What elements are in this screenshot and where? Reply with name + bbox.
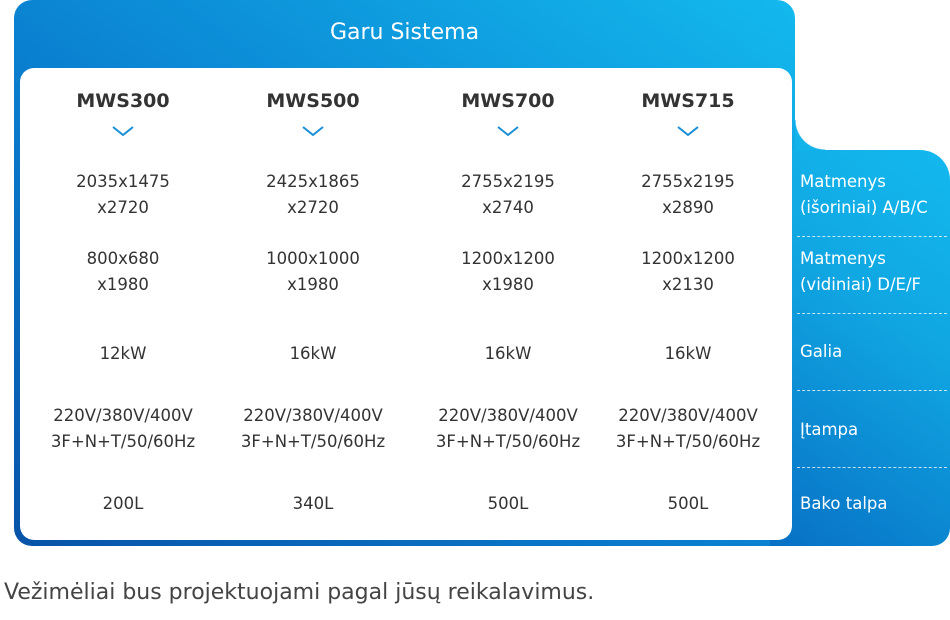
model-header: MWS300: [76, 90, 170, 112]
cell-line: 3F+N+T/50/60Hz: [240, 432, 386, 451]
table-cell: 500L: [413, 491, 603, 517]
corner-decoration: [795, 120, 825, 150]
table-cell: 2035x1475 x2720: [28, 169, 218, 221]
table-cell: 1000x1000 x1980: [218, 246, 408, 298]
cell-line: 12kW: [99, 344, 147, 363]
table-cell: 1200x1200 x1980: [413, 246, 603, 298]
row-divider: [797, 313, 947, 314]
row-divider: [797, 390, 947, 391]
cell-line: x2720: [97, 198, 149, 217]
table-cell: 2755x2195 x2890: [593, 169, 783, 221]
row-label-line: Galia: [800, 342, 843, 361]
table-cell: 220V/380V/400V 3F+N+T/50/60Hz: [413, 403, 603, 455]
chevron-down-icon[interactable]: [598, 122, 778, 141]
table-cell: 220V/380V/400V 3F+N+T/50/60Hz: [28, 403, 218, 455]
model-header: MWS700: [461, 90, 555, 112]
row-label-line: Įtampa: [800, 420, 859, 439]
row-divider: [797, 467, 947, 468]
cell-line: x1980: [97, 275, 149, 294]
cell-line: x2720: [287, 198, 339, 217]
cell-line: x1980: [482, 275, 534, 294]
cell-line: 16kW: [484, 344, 532, 363]
table-cell: 1200x1200 x2130: [593, 246, 783, 298]
row-label: Įtampa: [800, 417, 858, 443]
row-label-line: Bako talpa: [800, 494, 888, 513]
row-label: Matmenys (vidiniai) D/E/F: [800, 246, 921, 298]
chevron-down-icon[interactable]: [33, 122, 213, 141]
cell-line: 1200x1200: [641, 249, 735, 268]
cell-line: 340L: [292, 494, 334, 513]
row-label: Bako talpa: [800, 491, 888, 517]
table-cell: 340L: [218, 491, 408, 517]
footer-note: Vežimėliai bus projektuojami pagal jūsų …: [4, 580, 595, 605]
cell-line: 220V/380V/400V: [53, 406, 193, 425]
cell-line: x1980: [287, 275, 339, 294]
cell-line: 3F+N+T/50/60Hz: [615, 432, 761, 451]
cell-line: x2740: [482, 198, 534, 217]
labels-tab-background: [770, 150, 950, 546]
row-label-line: (vidiniai) D/E/F: [800, 275, 922, 294]
table-cell: 16kW: [413, 341, 603, 367]
table-cell: 220V/380V/400V 3F+N+T/50/60Hz: [218, 403, 408, 455]
table-cell: 200L: [28, 491, 218, 517]
cell-line: 2755x2195: [461, 172, 555, 191]
comparison-panel: [20, 68, 792, 540]
table-cell: 16kW: [593, 341, 783, 367]
cell-line: 200L: [102, 494, 144, 513]
table-title: Garu Sistema: [329, 20, 480, 45]
cell-line: 3F+N+T/50/60Hz: [50, 432, 196, 451]
cell-line: 16kW: [664, 344, 712, 363]
chevron-down-icon[interactable]: [223, 122, 403, 141]
row-divider: [797, 236, 947, 237]
cell-line: 500L: [667, 494, 709, 513]
row-label-line: Matmenys: [800, 172, 886, 191]
cell-line: 1000x1000: [266, 249, 360, 268]
cell-line: 2425x1865: [266, 172, 360, 191]
table-cell: 2425x1865 x2720: [218, 169, 408, 221]
cell-line: 220V/380V/400V: [243, 406, 383, 425]
cell-line: 220V/380V/400V: [618, 406, 758, 425]
table-cell: 500L: [593, 491, 783, 517]
table-cell: 2755x2195 x2740: [413, 169, 603, 221]
cell-line: 2035x1475: [76, 172, 170, 191]
cell-line: x2130: [662, 275, 714, 294]
row-label-line: Matmenys: [800, 249, 886, 268]
cell-line: 800x680: [86, 249, 160, 268]
row-label-line: (išoriniai) A/B/C: [800, 198, 928, 217]
model-header: MWS715: [641, 90, 735, 112]
table-cell: 220V/380V/400V 3F+N+T/50/60Hz: [593, 403, 783, 455]
row-label: Matmenys (išoriniai) A/B/C: [800, 169, 928, 221]
table-cell: 16kW: [218, 341, 408, 367]
table-cell: 800x680 x1980: [28, 246, 218, 298]
table-cell: 12kW: [28, 341, 218, 367]
cell-line: 16kW: [289, 344, 337, 363]
row-label: Galia: [800, 339, 842, 365]
cell-line: 500L: [487, 494, 529, 513]
chevron-down-icon[interactable]: [418, 122, 598, 141]
cell-line: 220V/380V/400V: [438, 406, 578, 425]
cell-line: x2890: [662, 198, 714, 217]
cell-line: 2755x2195: [641, 172, 735, 191]
model-header: MWS500: [266, 90, 360, 112]
cell-line: 1200x1200: [461, 249, 555, 268]
cell-line: 3F+N+T/50/60Hz: [435, 432, 581, 451]
